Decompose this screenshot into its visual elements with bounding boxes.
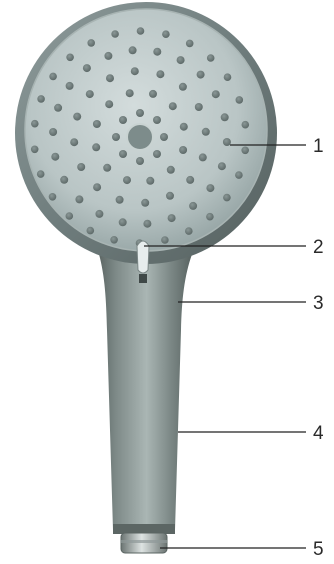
spray-nozzle	[93, 183, 101, 191]
spray-nozzle	[66, 82, 74, 90]
spray-nozzle	[92, 143, 100, 151]
spray-nozzle	[179, 83, 187, 91]
spray-nozzle	[86, 90, 94, 98]
spray-nozzle	[105, 100, 113, 108]
spray-nozzle	[199, 153, 207, 161]
spray-nozzle	[241, 147, 249, 155]
spray-nozzle	[236, 96, 244, 104]
spray-nozzle	[136, 157, 144, 165]
spray-nozzle	[111, 30, 119, 38]
spray-nozzle	[189, 202, 197, 210]
spray-nozzle	[153, 116, 161, 124]
spray-nozzle	[235, 171, 243, 179]
spray-nozzle	[119, 116, 127, 124]
spray-nozzle	[141, 199, 149, 207]
spray-nozzle	[167, 166, 175, 174]
spray-nozzle	[129, 46, 137, 54]
spray-nozzle	[221, 113, 229, 121]
callout-number-mode-selector: 2	[313, 237, 324, 258]
spray-nozzle	[119, 150, 127, 158]
spray-nozzle	[180, 123, 188, 131]
spray-nozzle	[185, 227, 193, 235]
spray-nozzle	[77, 163, 85, 171]
spray-nozzle	[186, 176, 194, 184]
spray-nozzle	[37, 170, 45, 178]
callout-number-handle: 4	[313, 423, 324, 444]
spray-nozzle	[242, 121, 250, 129]
spray-nozzle	[112, 133, 120, 141]
spray-nozzle	[49, 193, 57, 201]
spray-nozzle	[106, 74, 114, 82]
spray-nozzle	[87, 227, 95, 235]
hose-connector	[121, 533, 167, 553]
spray-nozzle	[177, 56, 185, 64]
spray-nozzle	[186, 40, 194, 48]
spray-nozzle	[223, 194, 231, 202]
spray-nozzle	[179, 146, 187, 154]
spray-nozzle	[149, 90, 157, 98]
spray-nozzle	[87, 39, 95, 47]
spray-nozzle	[195, 103, 203, 111]
spray-nozzle	[162, 30, 170, 38]
spray-nozzle	[131, 67, 139, 75]
callout-number-spray-face: 1	[313, 136, 324, 157]
spray-nozzle	[137, 27, 145, 35]
spray-nozzle	[218, 162, 226, 170]
spray-nozzle	[161, 236, 169, 244]
spray-nozzle	[73, 113, 81, 121]
spray-nozzle	[93, 120, 101, 128]
spray-nozzle	[83, 64, 91, 72]
spray-nozzle	[168, 214, 176, 222]
spray-nozzle	[206, 184, 214, 192]
spray-nozzle	[224, 73, 232, 81]
spray-nozzle	[70, 138, 78, 146]
spray-nozzle	[31, 146, 39, 154]
spray-nozzle	[37, 95, 45, 103]
spray-nozzle	[119, 218, 127, 226]
spray-nozzle	[126, 89, 134, 97]
spray-nozzle	[66, 54, 74, 62]
spray-nozzle	[60, 176, 68, 184]
spray-nozzle	[146, 177, 154, 185]
spray-nozzle	[123, 176, 131, 184]
spray-nozzle	[153, 150, 161, 158]
spray-nozzle	[166, 192, 174, 200]
spray-nozzle	[153, 48, 161, 56]
spray-nozzle	[54, 104, 62, 112]
spray-nozzle	[156, 70, 164, 78]
spray-nozzle	[212, 90, 220, 98]
spray-nozzle	[51, 153, 59, 161]
spray-nozzle	[75, 195, 83, 203]
callout-number-hose-connector: 5	[313, 539, 324, 560]
center-rosette	[127, 124, 153, 150]
spray-nozzle	[223, 138, 231, 146]
spray-nozzle	[143, 220, 151, 228]
spray-nozzle	[160, 133, 168, 141]
spray-nozzle	[206, 213, 214, 221]
spray-nozzle	[49, 128, 57, 136]
spray-nozzle	[110, 236, 118, 244]
spray-nozzle	[116, 196, 124, 204]
spray-nozzle	[136, 109, 144, 117]
spray-nozzle	[31, 120, 39, 128]
spray-nozzle	[104, 52, 112, 60]
spray-nozzle	[169, 102, 177, 110]
spray-nozzle	[103, 164, 111, 172]
spray-nozzle	[66, 212, 74, 220]
spray-nozzle	[202, 128, 210, 136]
spray-nozzle	[95, 210, 103, 218]
spray-nozzle	[197, 71, 205, 79]
spray-nozzle	[49, 73, 57, 81]
callout-number-head-neck: 3	[313, 293, 324, 314]
spray-nozzle	[207, 54, 215, 62]
